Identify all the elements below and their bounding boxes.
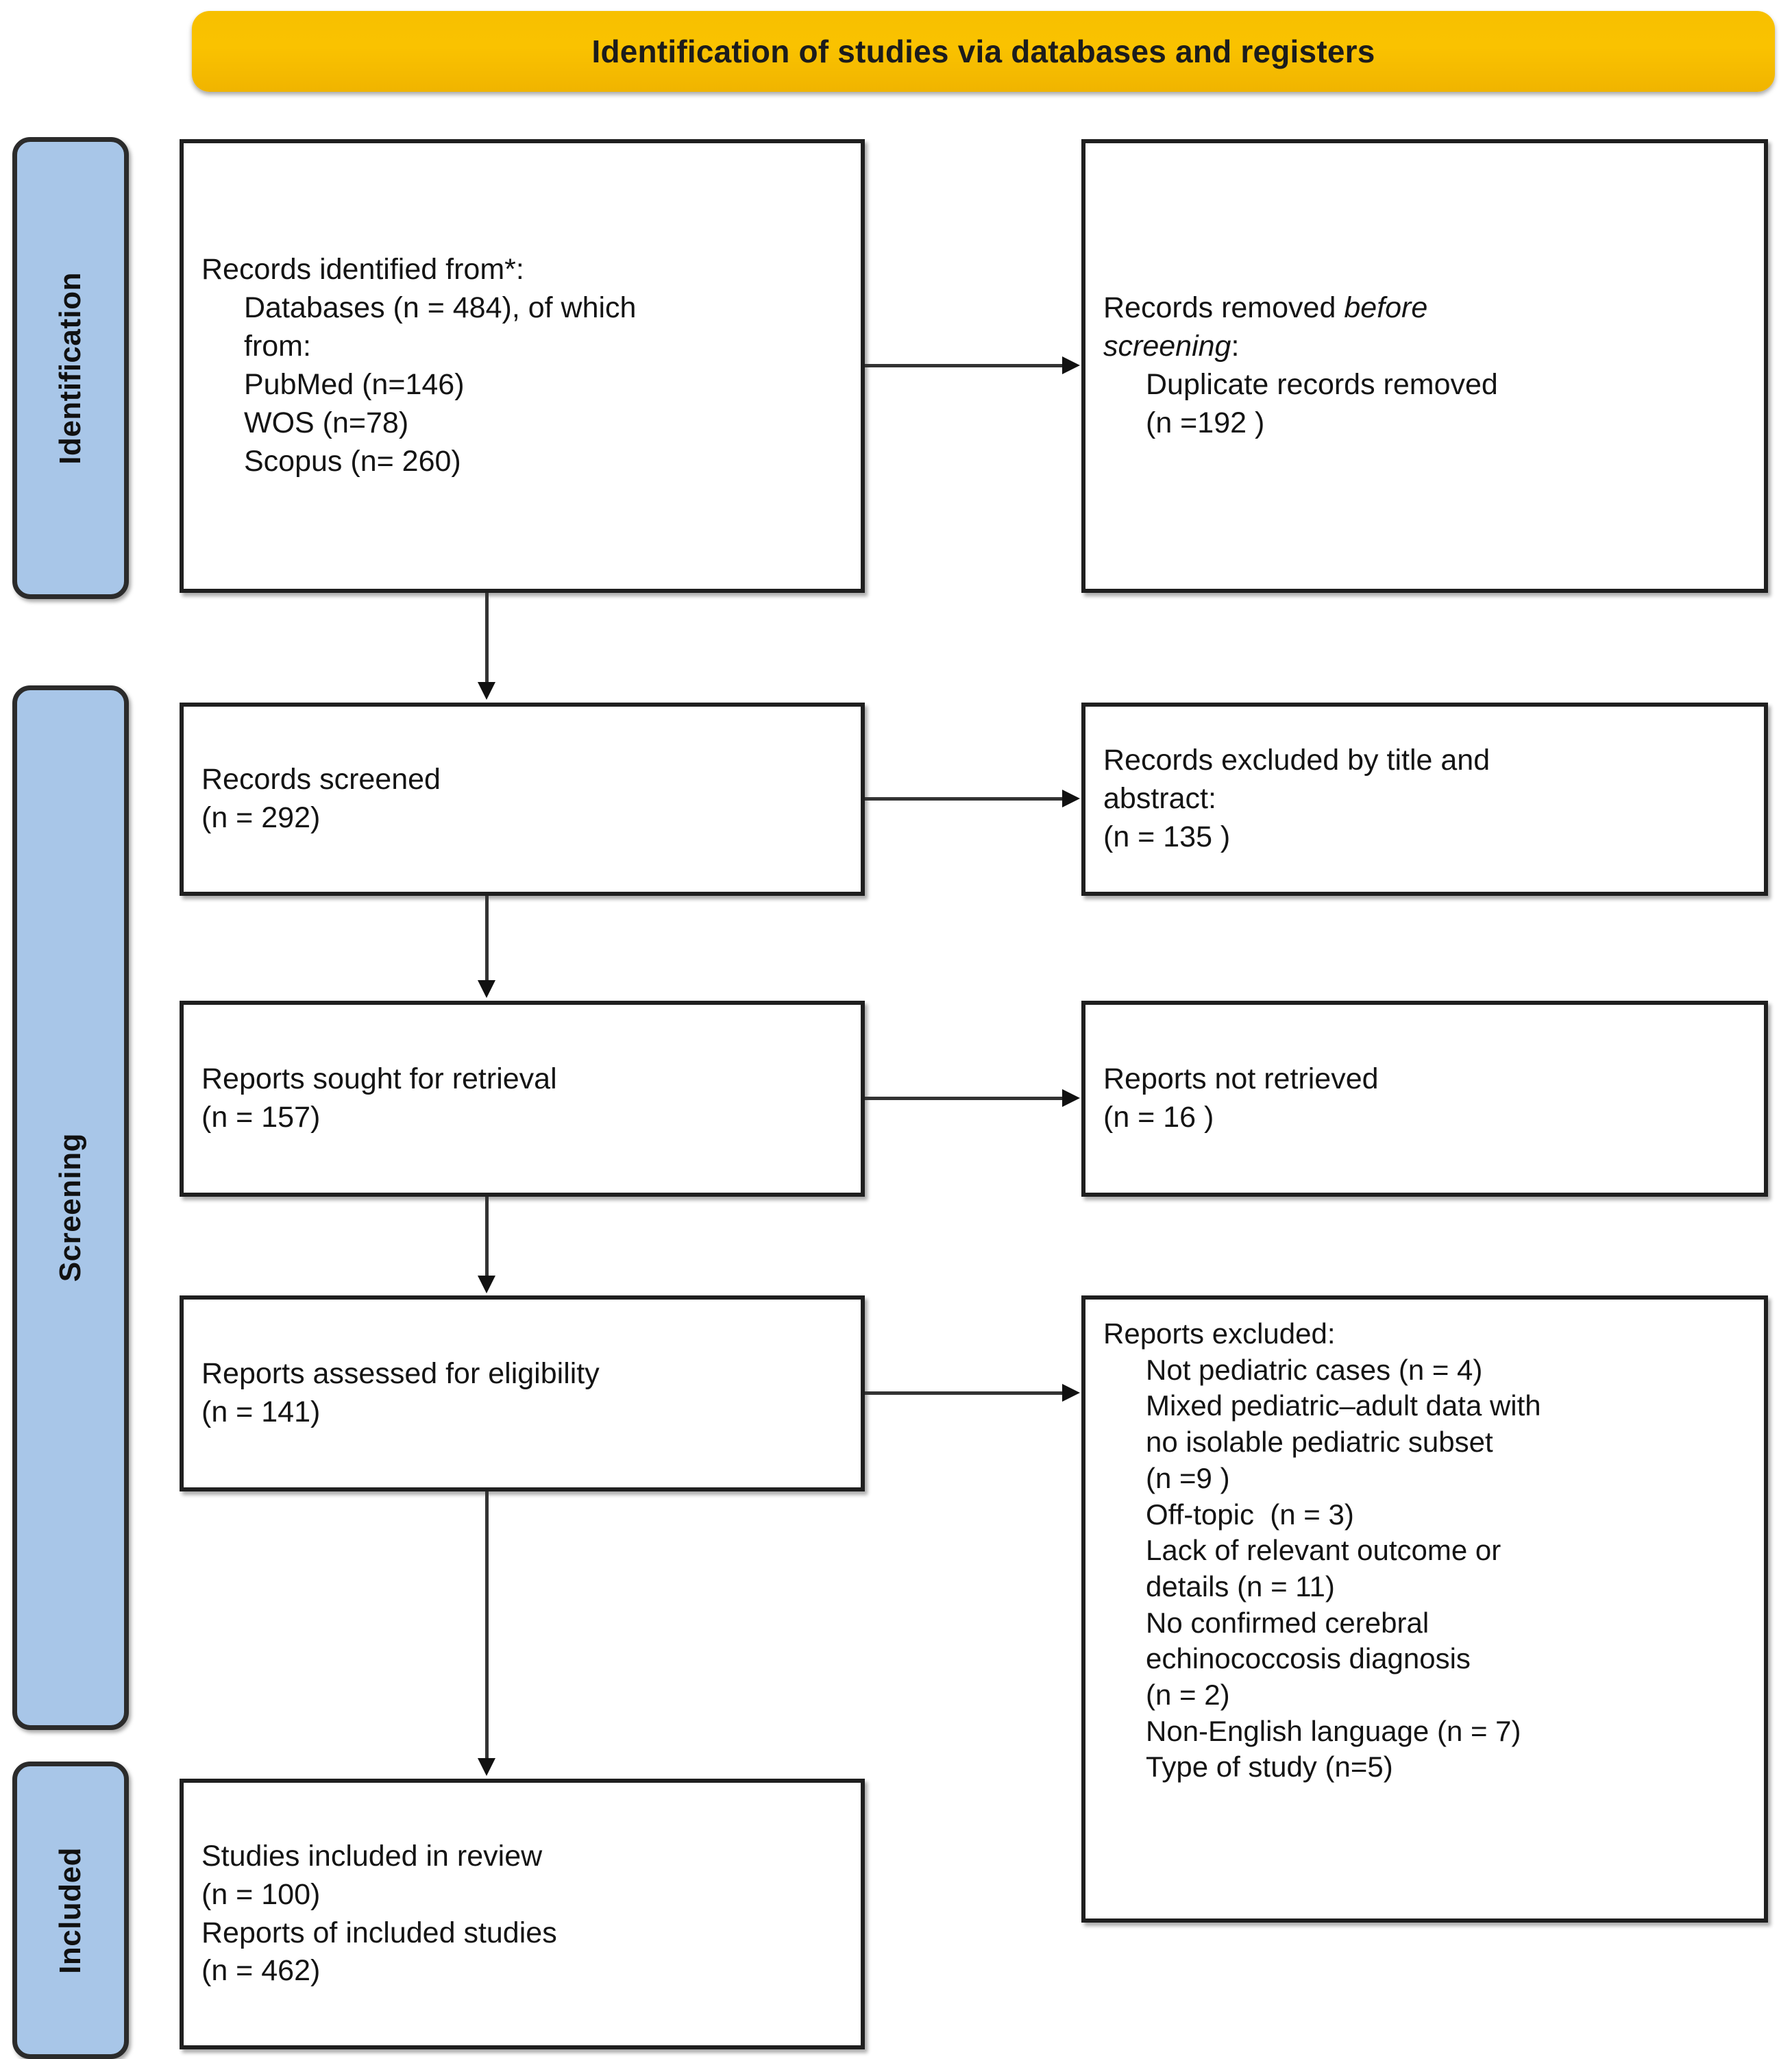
- box-reports-not-retrieved: Reports not retrieved (n = 16 ): [1081, 1001, 1768, 1197]
- stage-label-identification: Identification: [12, 137, 129, 599]
- records-identified-line-5: WOS (n=78): [244, 406, 409, 439]
- reports-excluded-reason-12: Type of study (n=5): [1146, 1751, 1393, 1783]
- records-screened-line-1: Records screened: [201, 763, 441, 796]
- stage-label-included-text: Included: [53, 1847, 87, 1974]
- connector-screened-to-sought: [485, 896, 489, 982]
- reports-excluded-reason-8: No confirmed cerebral: [1146, 1606, 1429, 1639]
- arrow-head-screened-to-excluded-icon: [1062, 790, 1080, 807]
- reports-excluded-reason-2: Mixed pediatric–adult data with: [1146, 1389, 1541, 1422]
- stage-label-identification-text: Identification: [53, 271, 87, 465]
- records-identified-line-4: PubMed (n=146): [244, 368, 465, 401]
- stage-label-included: Included: [12, 1762, 129, 2059]
- box-reports-sought: Reports sought for retrieval (n = 157): [180, 1001, 865, 1197]
- records-removed-line-3: Duplicate records removed: [1146, 368, 1498, 401]
- reports-excluded-reason-5: Off-topic (n = 3): [1146, 1498, 1354, 1531]
- box-records-screened-body: Records screened (n = 292): [184, 761, 861, 838]
- box-records-removed-body: Records removed before screening: Duplic…: [1085, 289, 1764, 443]
- records-removed-plain-1: Records removed: [1103, 291, 1345, 325]
- reports-excluded-reason-4: (n =9 ): [1146, 1461, 1230, 1494]
- box-reports-sought-body: Reports sought for retrieval (n = 157): [184, 1060, 861, 1137]
- reports-excluded-heading: Reports excluded:: [1103, 1317, 1336, 1350]
- records-removed-plain-2: :: [1231, 330, 1240, 363]
- connector-assessed-to-reports-excluded: [865, 1391, 1064, 1395]
- reports-not-retrieved-line-1: Reports not retrieved: [1103, 1062, 1379, 1096]
- connector-identified-to-screened: [485, 593, 489, 683]
- records-removed-line-1: Records removed before: [1103, 289, 1746, 328]
- records-removed-italic-2: screening: [1103, 330, 1231, 363]
- stage-label-screening: Screening: [12, 685, 129, 1730]
- records-removed-italic-1: before: [1344, 291, 1428, 325]
- box-reports-excluded-body: Reports excluded: Not pediatric cases (n…: [1085, 1300, 1764, 1786]
- arrow-head-identified-to-removed-icon: [1062, 356, 1080, 374]
- connector-screened-to-excluded: [865, 797, 1064, 801]
- reports-not-retrieved-line-2: (n = 16 ): [1103, 1101, 1214, 1134]
- reports-assessed-line-1: Reports assessed for eligibility: [201, 1357, 600, 1391]
- reports-excluded-reason-6: Lack of relevant outcome or: [1146, 1534, 1501, 1567]
- box-reports-assessed: Reports assessed for eligibility (n = 14…: [180, 1295, 865, 1491]
- box-records-excluded-title-abstract-body: Records excluded by title and abstract: …: [1085, 742, 1764, 857]
- connector-sought-to-assessed: [485, 1197, 489, 1278]
- records-screened-line-2: (n = 292): [201, 801, 321, 834]
- studies-included-line-2: (n = 100): [201, 1877, 321, 1911]
- arrow-head-sought-to-assessed-icon: [478, 1276, 495, 1293]
- reports-assessed-line-2: (n = 141): [201, 1396, 321, 1428]
- connector-sought-to-not-retrieved: [865, 1097, 1064, 1100]
- excluded-ta-line-2: abstract:: [1103, 782, 1216, 816]
- reports-excluded-reason-11: Non-English language (n = 7): [1146, 1714, 1521, 1747]
- records-removed-line-2: screening:: [1103, 328, 1746, 366]
- arrow-head-assessed-to-included-icon: [478, 1758, 495, 1776]
- records-identified-line-2: Databases (n = 484), of which: [244, 291, 637, 325]
- records-identified-line-1: Records identified from*:: [201, 253, 524, 287]
- reports-excluded-reason-1: Not pediatric cases (n = 4): [1146, 1353, 1483, 1386]
- arrow-head-assessed-to-reports-excluded-icon: [1062, 1384, 1080, 1402]
- box-studies-included: Studies included in review (n = 100) Rep…: [180, 1779, 865, 2049]
- arrow-head-identified-to-screened-icon: [478, 682, 495, 700]
- header-banner: Identification of studies via databases …: [192, 11, 1775, 92]
- box-reports-assessed-body: Reports assessed for eligibility (n = 14…: [184, 1355, 861, 1432]
- stage-label-screening-text: Screening: [53, 1133, 87, 1282]
- studies-included-line-1: Studies included in review: [201, 1839, 543, 1873]
- box-reports-not-retrieved-body: Reports not retrieved (n = 16 ): [1085, 1060, 1764, 1137]
- connector-identified-to-removed: [865, 364, 1064, 367]
- excluded-ta-line-1: Records excluded by title and: [1103, 744, 1490, 777]
- studies-included-line-4: (n = 462): [201, 1954, 321, 1988]
- arrow-head-sought-to-not-retrieved-icon: [1062, 1089, 1080, 1107]
- reports-sought-line-1: Reports sought for retrieval: [201, 1062, 557, 1096]
- reports-excluded-reason-7: details (n = 11): [1146, 1570, 1335, 1603]
- reports-sought-line-2: (n = 157): [201, 1101, 321, 1134]
- records-identified-line-6: Scopus (n= 260): [244, 444, 461, 478]
- reports-excluded-reason-9: echinococcosis diagnosis: [1146, 1642, 1471, 1675]
- box-records-removed: Records removed before screening: Duplic…: [1081, 139, 1768, 593]
- box-records-identified-body: Records identified from*: Databases (n =…: [184, 251, 861, 480]
- arrow-head-screened-to-sought-icon: [478, 980, 495, 998]
- records-removed-line-4: (n =192 ): [1146, 406, 1265, 439]
- box-studies-included-body: Studies included in review (n = 100) Rep…: [184, 1838, 861, 1991]
- box-records-identified: Records identified from*: Databases (n =…: [180, 139, 865, 593]
- box-records-excluded-title-abstract: Records excluded by title and abstract: …: [1081, 703, 1768, 896]
- box-records-screened: Records screened (n = 292): [180, 703, 865, 896]
- reports-excluded-reason-3: no isolable pediatric subset: [1146, 1426, 1493, 1459]
- connector-assessed-to-included: [485, 1491, 489, 1760]
- reports-excluded-reason-10: (n = 2): [1146, 1679, 1230, 1711]
- box-reports-excluded: Reports excluded: Not pediatric cases (n…: [1081, 1295, 1768, 1923]
- excluded-ta-line-3: (n = 135 ): [1103, 820, 1231, 853]
- page-title: Identification of studies via databases …: [591, 33, 1375, 69]
- studies-included-line-3: Reports of included studies: [201, 1916, 557, 1949]
- records-identified-line-3: from:: [244, 330, 311, 363]
